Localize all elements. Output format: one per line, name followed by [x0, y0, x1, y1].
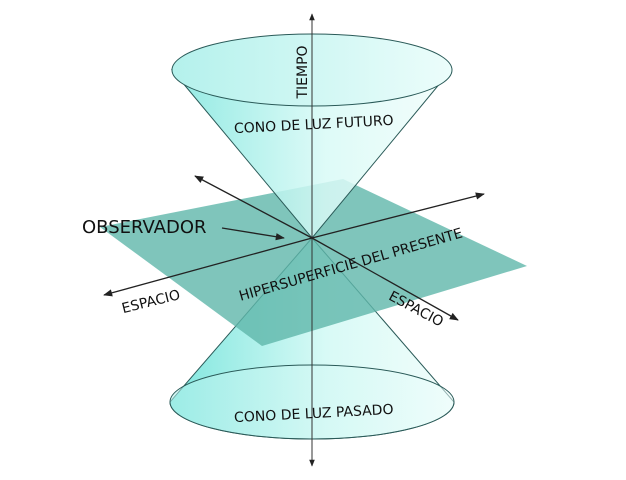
space-axis-1 — [103, 237, 313, 297]
space-axis-1b — [311, 192, 485, 239]
space-left-label: ESPACIO — [120, 287, 182, 317]
observer-label: OBSERVADOR — [82, 217, 207, 238]
space-axis-2b — [311, 237, 459, 321]
time-axis-label: TIEMPO — [295, 45, 311, 99]
observer-pointer — [221, 227, 285, 241]
space-axis-2 — [194, 175, 313, 239]
